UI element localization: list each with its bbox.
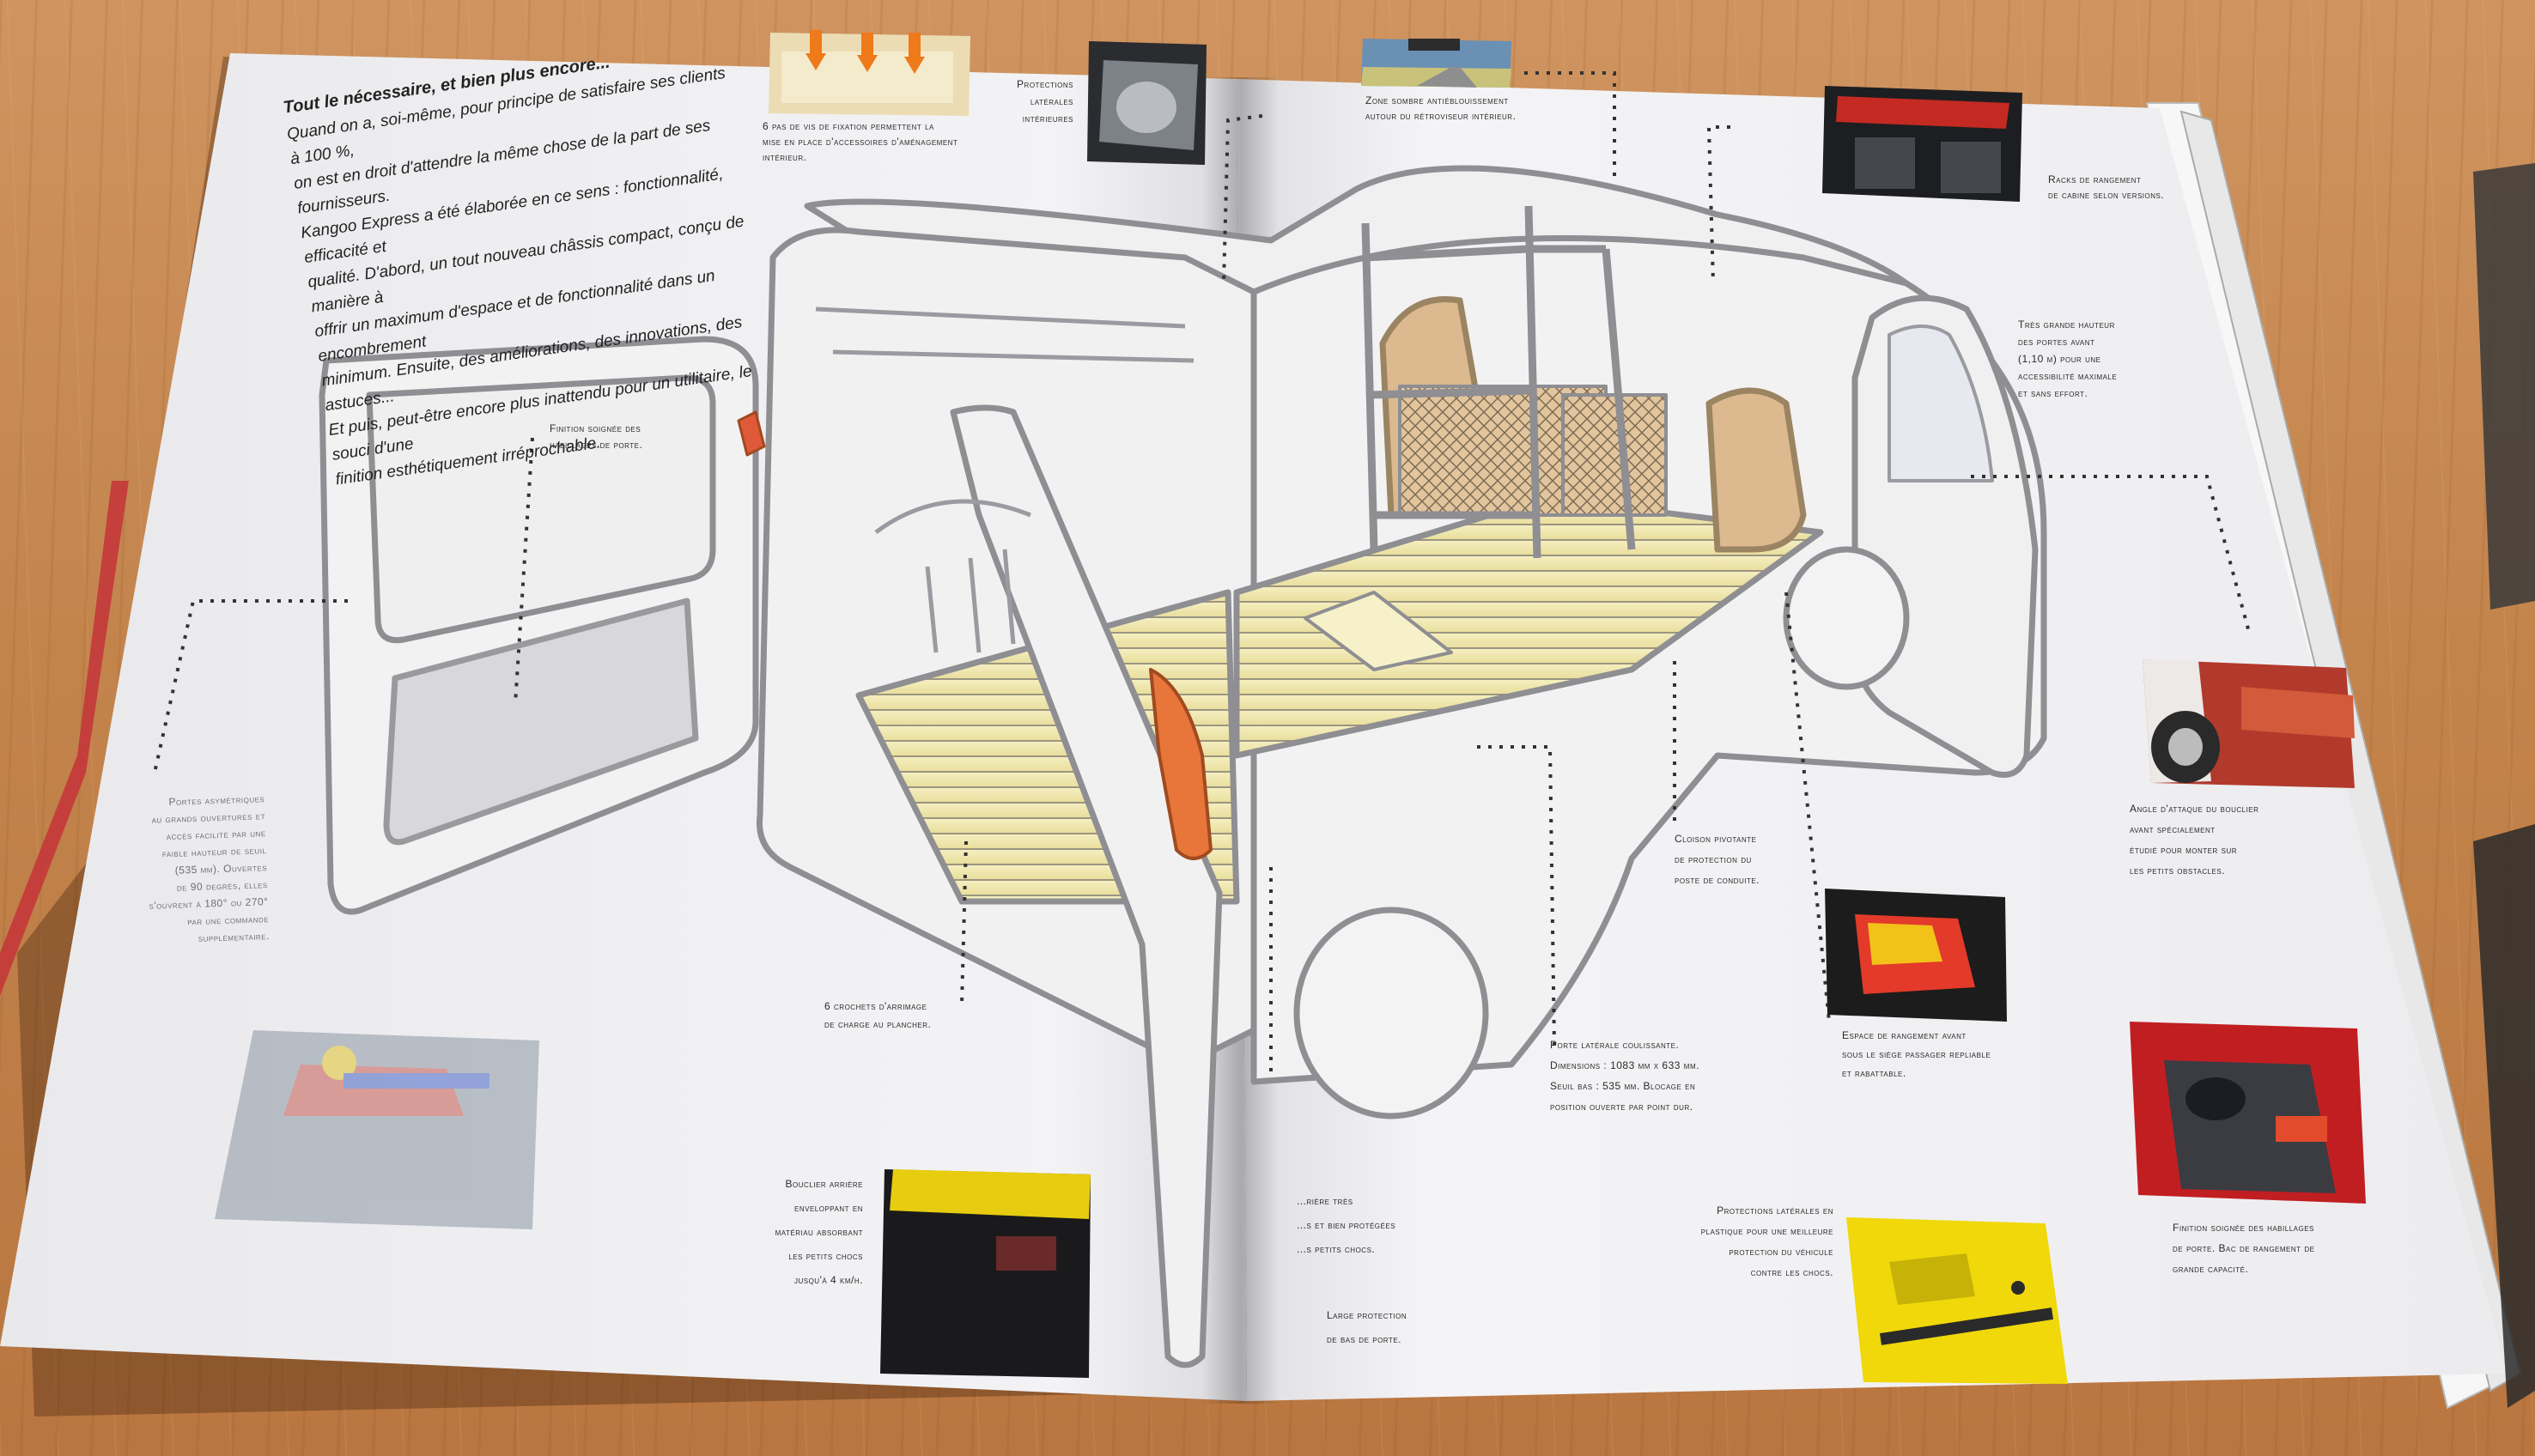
photo-protections-plastique [1846, 1217, 2068, 1384]
caption-line: Finition soignée des [550, 422, 641, 434]
floor-hatch [1304, 591, 1453, 671]
caption-line: les petits obstacles. [2130, 864, 2226, 877]
caption-espace-rangement: Espace de rangement avant sous le siège … [1842, 1026, 1991, 1083]
side-door-taillight [1149, 668, 1213, 860]
photo-protections-laterales [1087, 41, 1207, 165]
caption-line: ...s petits chocs. [1297, 1243, 1376, 1255]
right-edge-strip-top [2473, 163, 2535, 610]
caption-line: Protections latérales en [1717, 1204, 1833, 1216]
caption-line: sous le siège passager repliable [1842, 1048, 1991, 1060]
caption-large-protection: Large protection de bas de porte. [1327, 1303, 1407, 1351]
caption-line: mise en place d'accessoires d'aménagemen… [763, 136, 958, 148]
caption-line: Zone sombre antiéblouissement [1365, 94, 1509, 106]
caption-line: de charge au plancher. [824, 1018, 932, 1030]
caption-line: matériau absorbant [775, 1226, 863, 1238]
caption-line: 6 crochets d'arrimage [824, 1000, 927, 1012]
caption-line: Angle d'attaque du bouclier [2130, 803, 2259, 815]
van-illustration [319, 165, 2047, 1368]
photo-racks-cabine [1822, 86, 2022, 202]
caption-line: Très grande hauteur [2018, 318, 2115, 331]
caption-protections-interieures: Protections latérales intérieures [988, 76, 1073, 127]
caption-angle-attaque: Angle d'attaque du bouclier avant spécia… [2130, 798, 2258, 881]
caption-finition-habillages: Finition soignée des habillages de porte… [2173, 1217, 2315, 1279]
caption-line: intérieur. [763, 151, 807, 163]
cargo-interior-lines [815, 306, 1195, 653]
caption-zone-sombre: Zone sombre antiéblouissement autour du … [1365, 93, 1516, 124]
caption-line: (1,10 m) pour une [2018, 353, 2101, 365]
rear-wheel [1293, 907, 1489, 1119]
caption-finition-porte: Finition soignée des habillages de porte… [550, 421, 642, 453]
caption-line: poste de conduite. [1675, 874, 1760, 886]
caption-porte-laterale: Porte latérale coulissante. Dimensions :… [1550, 1034, 1699, 1117]
caption-line: de cabine selon versions. [2048, 189, 2165, 201]
caption-line: et sans effort. [2018, 387, 2088, 399]
caption-line: les petits chocs [788, 1250, 863, 1262]
front-door-window [1888, 325, 1994, 482]
caption-pas-de-vis: 6 pas de vis de fixation permettent la m… [763, 118, 957, 165]
caption-crochets: 6 crochets d'arrimage de charge au planc… [824, 998, 931, 1034]
caption-line: grande capacité. [2173, 1263, 2249, 1275]
caption-line: Finition soignée des habillages [2173, 1222, 2314, 1234]
caption-cloison: Cloison pivotante de protection du poste… [1675, 828, 1760, 890]
partition-net-right [1561, 393, 1668, 517]
caption-line: ...s et bien protégées [1297, 1219, 1396, 1231]
photo-bouclier-arriere [880, 1169, 1091, 1378]
caption-line: de bas de porte. [1327, 1333, 1401, 1345]
driver-seat [1705, 387, 1807, 553]
caption-line: Porte latérale coulissante. [1550, 1039, 1680, 1051]
rear-door-window [366, 374, 716, 644]
caption-line: de protection du [1675, 853, 1752, 865]
caption-line: intérieures [1022, 112, 1073, 124]
caption-line: étudié pour monter sur [2130, 844, 2238, 856]
caption-line: Seuil bas : 535 mm. Blocage en [1550, 1080, 1696, 1092]
caption-line: Bouclier arrière [785, 1178, 863, 1190]
intro-block: Tout le nécessaire, et bien plus encore.… [282, 34, 780, 493]
partition-frame [1361, 205, 1636, 559]
caption-hauteur-portes: Très grande hauteur des portes avant (1,… [2018, 316, 2117, 402]
caption-line: Espace de rangement avant [1842, 1029, 1967, 1041]
caption-line: Protections [1017, 78, 1073, 90]
caption-line: de porte. Bac de rangement de [2173, 1242, 2315, 1254]
caption-line: jusqu'à 4 km/h. [793, 1274, 863, 1286]
photo-ceiling-fixings [769, 30, 970, 116]
photo-crochets-faded [215, 1030, 539, 1229]
caption-protegees: ...rière très ...s et bien protégées ...… [1297, 1189, 1395, 1261]
caption-bouclier-arriere: Bouclier arrière enveloppant en matériau… [730, 1172, 863, 1292]
photo-bouclier-avant [2143, 659, 2355, 788]
caption-line: Cloison pivotante [1675, 833, 1757, 845]
caption-line: habillages de porte. [550, 439, 643, 451]
caption-line: latérales [1030, 95, 1073, 107]
caption-line: Dimensions : 1083 mm x 633 mm. [1550, 1059, 1699, 1071]
caption-line: protection du véhicule [1729, 1246, 1833, 1258]
caption-line: enveloppant en [794, 1202, 863, 1214]
caption-line: position ouverte par point dur. [1550, 1101, 1693, 1113]
caption-portes-arriere: Portes asymétriques au grands ouvertures… [144, 790, 270, 949]
leader-lines [153, 71, 2252, 1073]
rear-door-trim-panel [383, 598, 699, 846]
photo-zone-sombre [1361, 39, 1511, 88]
front-wheel [1783, 546, 1910, 690]
caption-line: 6 pas de vis de fixation permettent la [763, 120, 934, 132]
caption-line: ...rière très [1297, 1195, 1353, 1207]
left-taillight [737, 410, 766, 457]
photo-espace-rangement [1825, 889, 2007, 1022]
photo-habillage-porte [2130, 1022, 2366, 1204]
caption-line: accessibilité maximale [2018, 370, 2118, 382]
right-edge-strip-bottom [2473, 824, 2535, 1408]
caption-line: plastique pour une meilleure [1700, 1225, 1833, 1237]
caption-line: des portes avant [2018, 336, 2095, 348]
caption-line: Large protection [1327, 1309, 1407, 1321]
caption-racks: Racks de rangement de cabine selon versi… [2048, 172, 2164, 203]
caption-line: contre les chocs. [1750, 1266, 1833, 1278]
caption-line: autour du rétroviseur intérieur. [1365, 110, 1517, 122]
caption-line: Racks de rangement [2048, 173, 2142, 185]
caption-line: et rabattable. [1842, 1067, 1906, 1079]
caption-line: avant spécialement [2130, 823, 2216, 835]
left-edge-red-strip [0, 481, 129, 996]
caption-protections-plastique: Protections latérales en plastique pour … [1662, 1200, 1833, 1283]
